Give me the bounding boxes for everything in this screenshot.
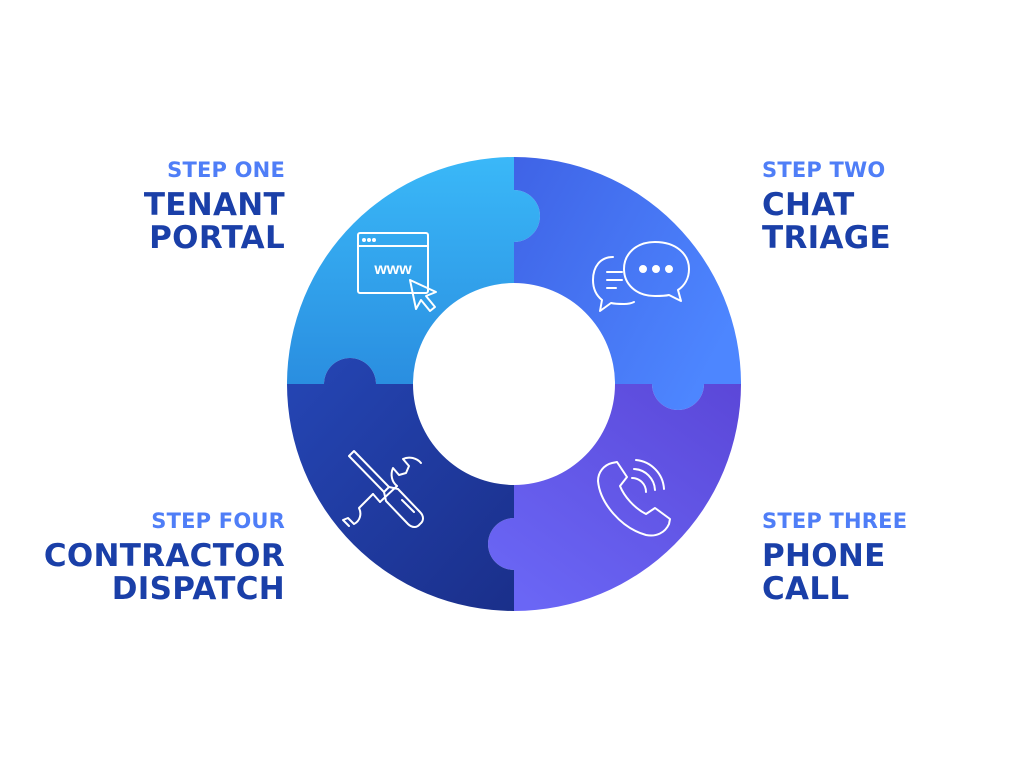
step-two-title-line1: CHAT <box>762 187 855 223</box>
step-two-label: STEP TWO <box>762 158 886 182</box>
step-two-title-line2: TRIAGE <box>762 220 891 256</box>
browser-www-icon: www <box>357 232 437 312</box>
step-one-label: STEP ONE <box>167 158 285 182</box>
tools-icon <box>342 450 424 528</box>
step-one-block: STEP ONE TENANT PORTAL <box>144 157 285 255</box>
step-three-label: STEP THREE <box>762 509 908 533</box>
step-one-title-line1: TENANT <box>143 187 285 223</box>
step-four-title-line1: CONTRACTOR <box>43 538 285 574</box>
step-one-title-line2: PORTAL <box>149 220 285 256</box>
phone-call-icon <box>597 459 671 537</box>
step-three-block: STEP THREE PHONE CALL <box>762 508 907 606</box>
step-two-block: STEP TWO CHAT TRIAGE <box>762 157 891 255</box>
segment-step-four <box>287 358 514 611</box>
step-three-title-line2: CALL <box>762 571 850 607</box>
chat-bubbles-icon <box>592 241 690 312</box>
step-four-title-line2: DISPATCH <box>111 571 285 607</box>
step-three-title-line1: PHONE <box>762 538 886 574</box>
segment-step-three <box>488 384 741 611</box>
step-four-label: STEP FOUR <box>151 509 285 533</box>
step-four-block: STEP FOUR CONTRACTOR DISPATCH <box>44 508 285 606</box>
www-text: www <box>373 261 412 278</box>
segment-step-one <box>287 157 540 384</box>
